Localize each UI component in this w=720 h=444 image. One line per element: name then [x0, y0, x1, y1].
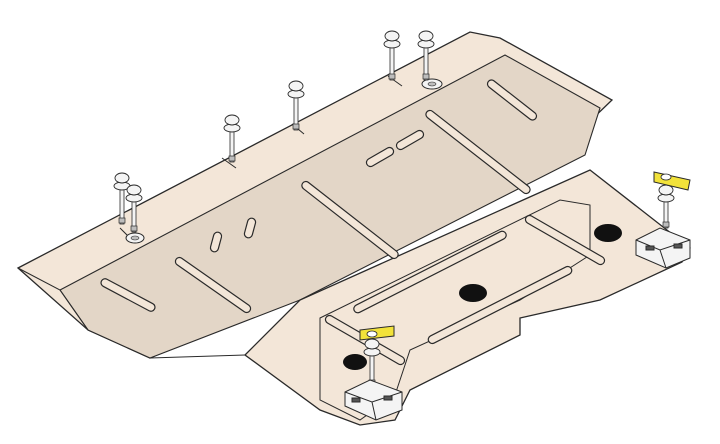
mount-bracket-icon	[635, 227, 691, 269]
slot	[100, 278, 156, 312]
mount-bracket-icon	[344, 379, 403, 421]
slot	[524, 214, 606, 266]
bolts-group	[113, 30, 675, 387]
slot	[395, 129, 425, 151]
slot	[174, 256, 252, 314]
bolt-icon	[125, 184, 143, 233]
slot	[353, 230, 507, 314]
bolt-icon	[113, 172, 131, 225]
slot	[301, 180, 399, 260]
slot	[243, 217, 257, 239]
slots	[100, 79, 606, 366]
bolt-icon	[417, 30, 435, 81]
slot	[486, 79, 538, 121]
drain-hole	[459, 284, 487, 302]
bolt-icon	[287, 80, 305, 131]
yellow-clip-icon	[653, 171, 691, 191]
bolt-icon	[223, 114, 241, 163]
slot	[209, 231, 223, 253]
washer-icon	[125, 232, 145, 244]
slot	[427, 265, 573, 345]
drain-hole	[594, 224, 622, 242]
bolt-icon	[657, 184, 675, 229]
plate-fold-line-2	[149, 354, 246, 359]
slot	[365, 146, 395, 168]
drain-hole	[343, 354, 367, 370]
bolt-icon	[383, 30, 401, 81]
yellow-clip-icon	[359, 325, 395, 341]
drain-holes	[343, 224, 622, 370]
plate-fold-line	[17, 267, 89, 331]
washer-icon	[421, 78, 443, 90]
slot	[425, 109, 531, 195]
